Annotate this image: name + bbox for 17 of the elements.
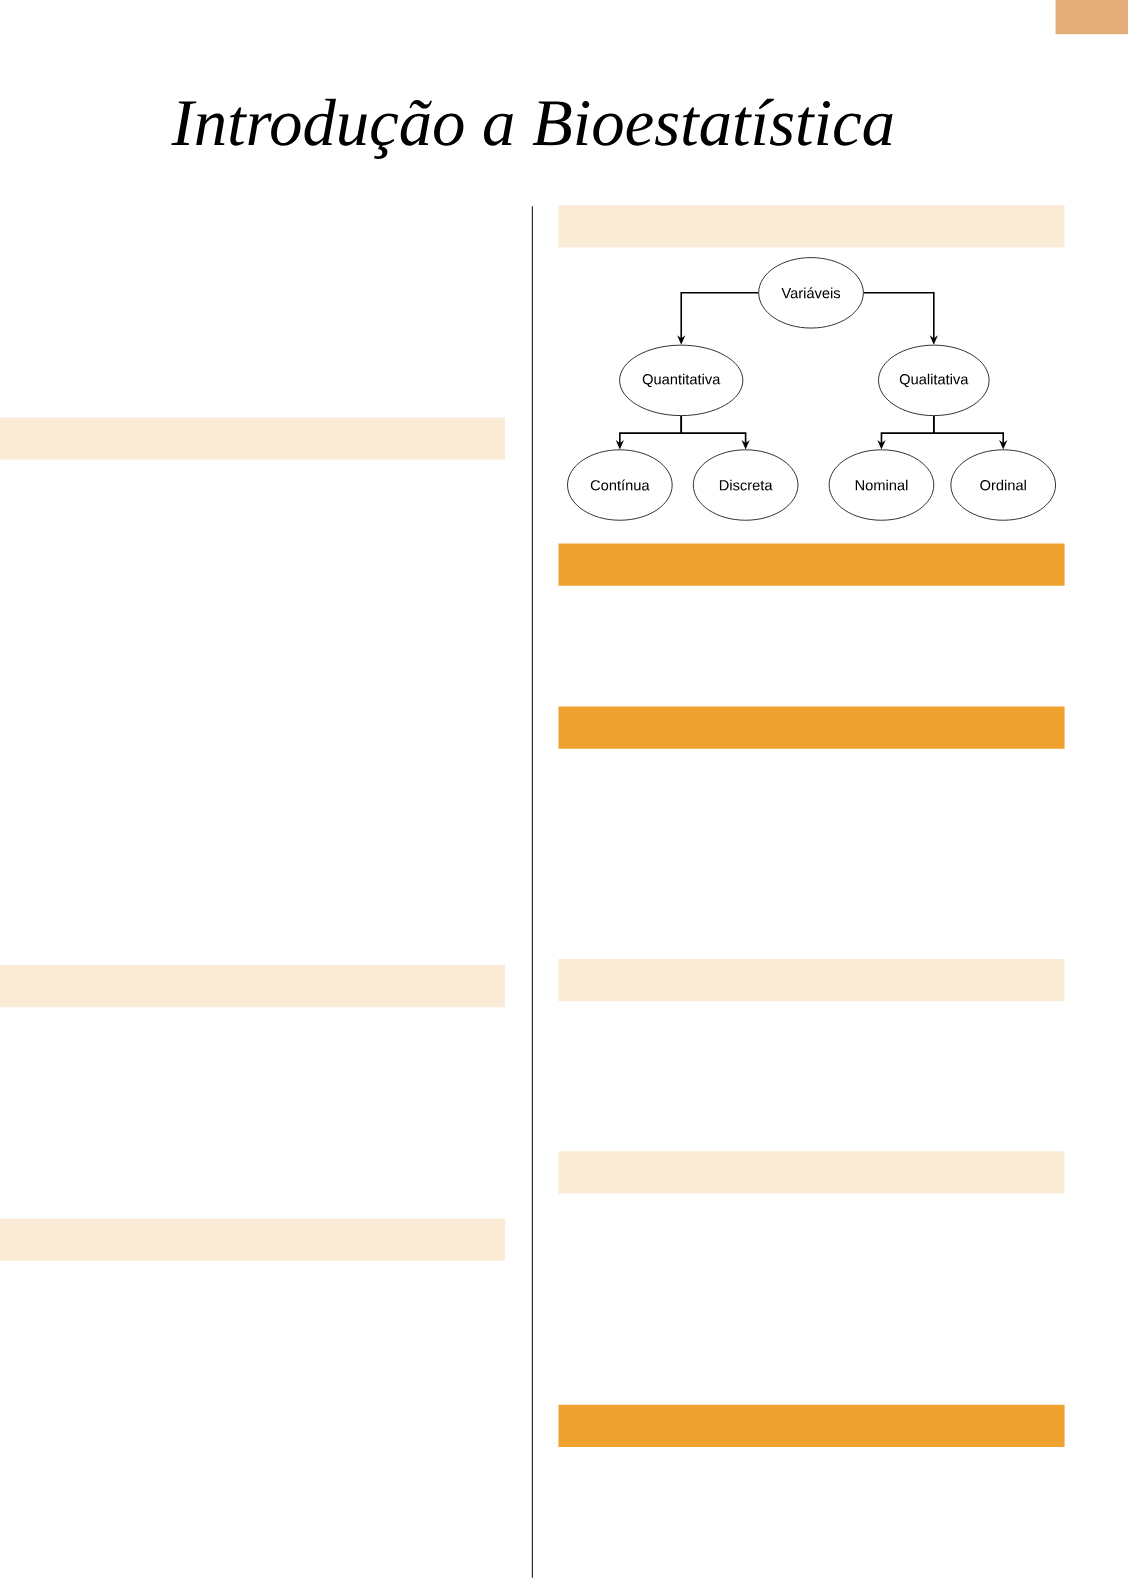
ellipse-node: Variáveis xyxy=(758,257,864,329)
ellipse-node: Quantitativa xyxy=(619,344,744,416)
ellipse-node: Qualitativa xyxy=(878,344,990,416)
section-band xyxy=(558,706,1065,749)
section-band xyxy=(0,965,506,1008)
ellipse-node: Nominal xyxy=(828,449,935,521)
section-band xyxy=(0,417,506,460)
ellipse-node: Discreta xyxy=(692,449,799,521)
section-band xyxy=(558,543,1065,586)
ellipse-node: Ordinal xyxy=(950,449,1056,521)
section-band xyxy=(558,958,1065,1002)
title: Introdução a Bioestatística xyxy=(171,98,893,159)
section-band xyxy=(558,205,1065,248)
section-band xyxy=(558,1404,1065,1447)
ellipse-node: Contínua xyxy=(567,449,673,521)
section-band xyxy=(0,1218,506,1261)
section-band xyxy=(558,1151,1065,1194)
